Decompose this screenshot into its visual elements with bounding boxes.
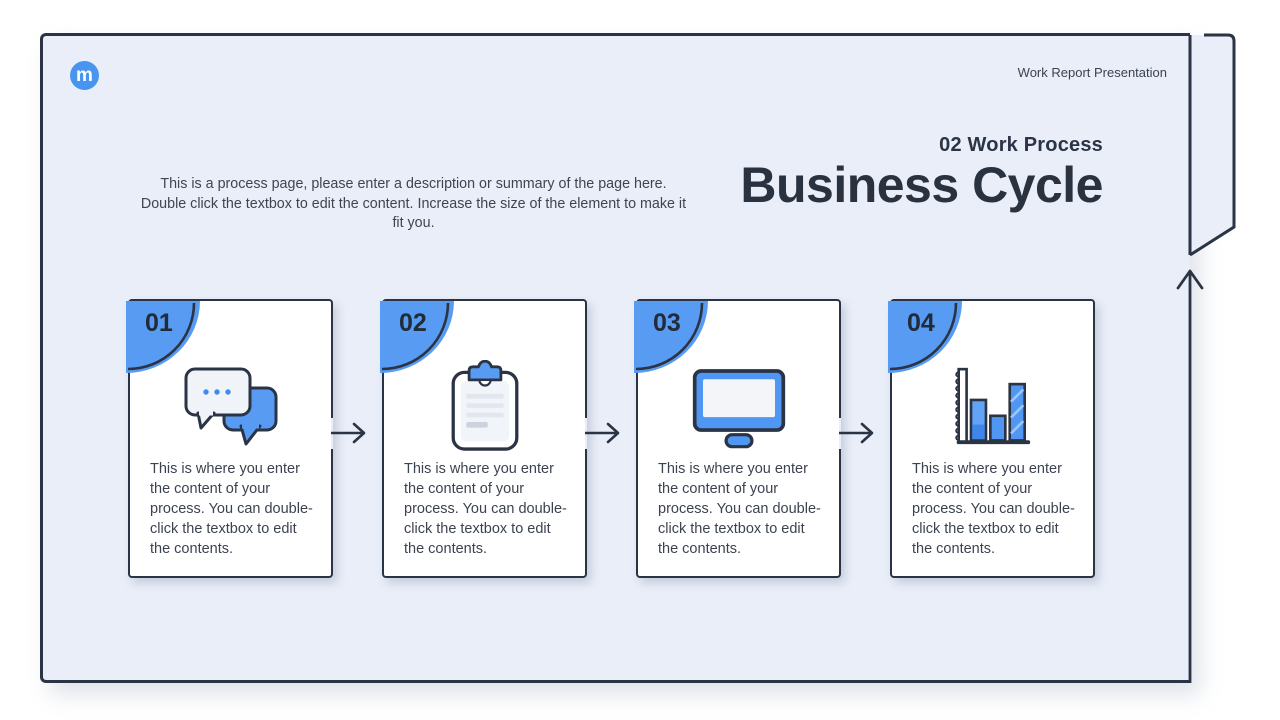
brand-logo-letter: m: [76, 64, 93, 86]
step-description-textbox[interactable]: This is where you enter the content of y…: [658, 461, 821, 557]
page-description-textbox[interactable]: This is a process page, please enter a d…: [140, 176, 687, 231]
process-step-card-1[interactable]: 01 This is where you enter the content o…: [126, 299, 333, 578]
step-number: 03: [653, 309, 681, 337]
right-arrow-icon: [585, 422, 620, 444]
ribbon-fold: [1189, 35, 1234, 254]
right-arrow-icon: [839, 422, 874, 444]
right-arrow-icon: [331, 422, 366, 444]
step-description-textbox[interactable]: This is where you enter the content of y…: [150, 461, 313, 557]
step-description-textbox[interactable]: This is where you enter the content of y…: [404, 461, 567, 557]
step-number: 01: [145, 309, 173, 337]
monitor-icon: [638, 359, 839, 455]
step-corner-arc: [889, 302, 958, 371]
process-step-card-2[interactable]: 02 This is where you enter the content o…: [380, 299, 587, 578]
slide[interactable]: m Work Report Presentation This is a pro…: [40, 33, 1190, 683]
step-number: 04: [907, 309, 935, 337]
step-corner-arc: [381, 302, 450, 371]
step-description-textbox[interactable]: This is where you enter the content of y…: [912, 461, 1075, 557]
process-step-card-3[interactable]: 03 This is where you enter the content o…: [634, 299, 841, 578]
clipboard-icon: [384, 359, 585, 455]
section-label[interactable]: 02 Work Process: [939, 134, 1103, 156]
step-corner-arc: [127, 302, 196, 371]
process-step-card-4[interactable]: 04: [888, 299, 1095, 578]
page-title[interactable]: Business Cycle: [740, 157, 1103, 213]
brand-logo-icon: m: [70, 61, 99, 90]
presentation-label[interactable]: Work Report Presentation: [1017, 65, 1167, 80]
bar-chart-icon: [892, 359, 1093, 455]
step-corner-arc: [635, 302, 704, 371]
step-number: 02: [399, 309, 427, 337]
chat-bubbles-icon: [130, 359, 331, 455]
